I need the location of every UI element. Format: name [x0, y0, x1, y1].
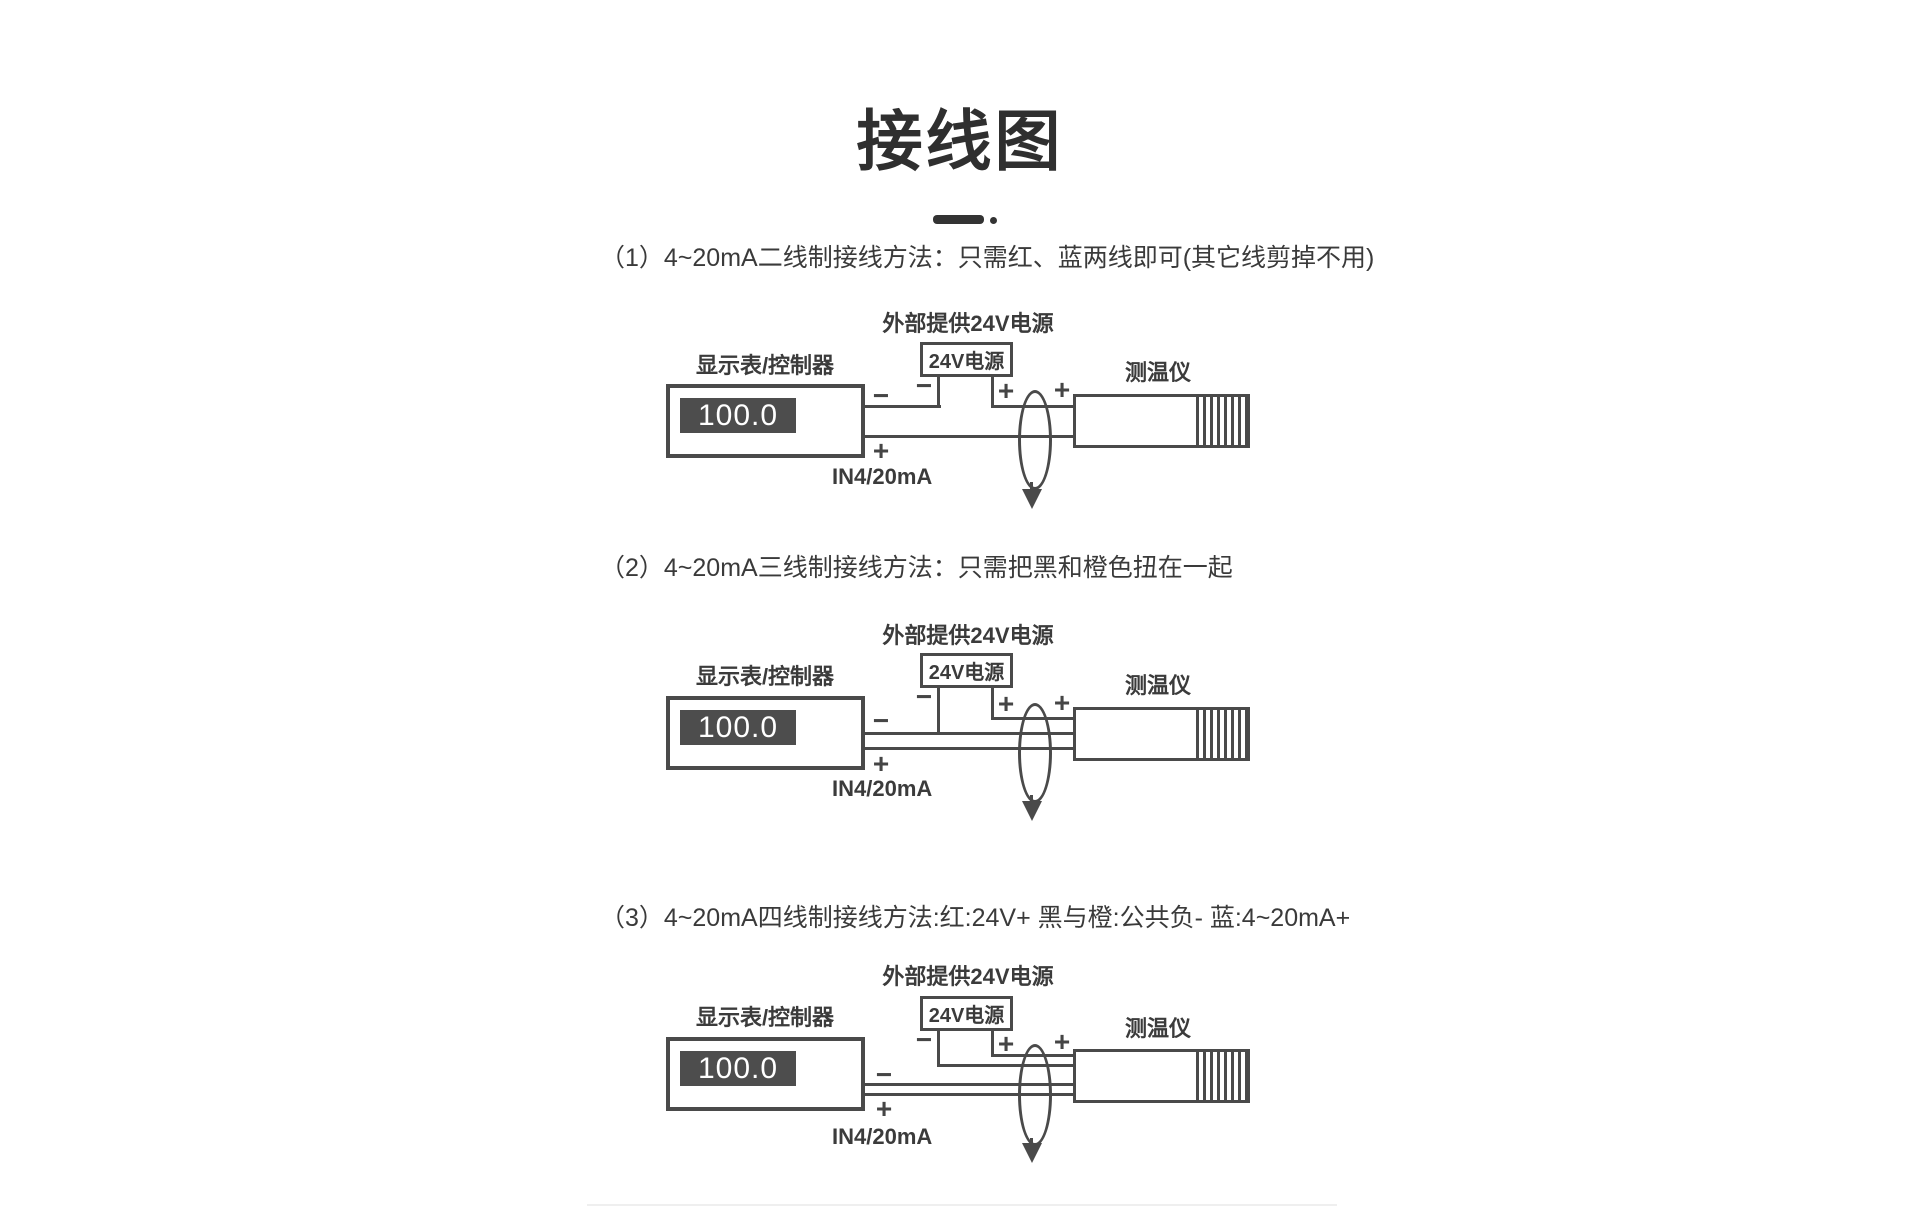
- plus-sign: +: [1053, 1026, 1071, 1057]
- wire-signal: [865, 747, 1075, 750]
- section-2-heading: （2）4~20mA三线制接线方法：只需把黑和橙色扭在一起: [600, 554, 1233, 582]
- plus-sign: +: [872, 435, 890, 466]
- wire-psu-plus-drop: [991, 686, 994, 720]
- plus-sign: +: [997, 375, 1015, 406]
- sensor-box: [1073, 394, 1250, 448]
- minus-sign: −: [915, 1024, 933, 1055]
- page-title: 接线图: [856, 104, 1064, 178]
- sensor-box: [1073, 1049, 1250, 1103]
- display-readout: 100.0: [680, 1051, 796, 1086]
- sensor-thread-hatch: [1196, 1052, 1247, 1100]
- arrow-stem: [1030, 795, 1033, 803]
- display-readout: 100.0: [680, 398, 796, 433]
- sensor-thread-hatch: [1196, 397, 1247, 445]
- minus-sign: −: [872, 380, 890, 411]
- sensor-thread-hatch: [1196, 710, 1247, 758]
- psu-box: 24V电源: [920, 996, 1013, 1031]
- controller-label: 显示表/控制器: [695, 353, 835, 378]
- psu-label: 24V电源: [928, 1005, 1005, 1027]
- bottom-divider: [587, 1204, 1337, 1206]
- input-label: IN4/20mA: [832, 464, 933, 489]
- cable-loop-ellipse: [1018, 1044, 1052, 1146]
- down-arrow-icon: [1022, 1143, 1042, 1163]
- cable-loop-ellipse: [1018, 390, 1052, 490]
- wire-psu-plus-drop: [991, 1029, 994, 1057]
- cable-loop-ellipse: [1018, 703, 1052, 803]
- plus-sign: +: [997, 1028, 1015, 1059]
- psu-label: 24V电源: [928, 351, 1005, 373]
- plus-sign: +: [1053, 374, 1071, 405]
- down-arrow-icon: [1022, 801, 1042, 821]
- controller-box: 100.0: [666, 1037, 865, 1111]
- minus-sign: −: [915, 370, 933, 401]
- ext-power-label: 外部提供24V电源: [882, 964, 1054, 989]
- ext-power-label: 外部提供24V电源: [882, 311, 1054, 336]
- wire-common: [865, 732, 1075, 735]
- down-arrow-icon: [1022, 489, 1042, 509]
- arrow-stem: [1030, 482, 1033, 490]
- wire-controller-minus: [865, 405, 941, 408]
- controller-box: 100.0: [666, 384, 865, 458]
- wire-psu-minus-drop: [937, 375, 940, 408]
- minus-sign: −: [872, 705, 890, 736]
- controller-label: 显示表/控制器: [695, 664, 835, 689]
- controller-label: 显示表/控制器: [695, 1005, 835, 1030]
- title-ornament-dot: [990, 217, 997, 224]
- sensor-box: [1073, 707, 1250, 761]
- psu-box: 24V电源: [920, 653, 1013, 688]
- ext-power-label: 外部提供24V电源: [882, 623, 1054, 648]
- wire-psu-minus-drop: [937, 1029, 940, 1067]
- plus-sign: +: [875, 1093, 893, 1124]
- sensor-label: 测温仪: [1124, 1016, 1192, 1041]
- sensor-label: 测温仪: [1124, 360, 1192, 385]
- minus-sign: −: [875, 1059, 893, 1090]
- plus-sign: +: [997, 688, 1015, 719]
- display-readout: 100.0: [680, 710, 796, 745]
- wire-signal: [865, 435, 1075, 438]
- plus-sign: +: [872, 748, 890, 779]
- plus-sign: +: [1053, 687, 1071, 718]
- input-label: IN4/20mA: [832, 1124, 933, 1149]
- wire-psu-minus: [937, 1064, 1075, 1067]
- arrow-stem: [1030, 1138, 1033, 1145]
- controller-box: 100.0: [666, 696, 865, 770]
- wire-psu-plus-drop: [991, 375, 994, 408]
- section-1-heading: （1）4~20mA二线制接线方法：只需红、蓝两线即可(其它线剪掉不用): [600, 244, 1375, 272]
- minus-sign: −: [915, 681, 933, 712]
- input-label: IN4/20mA: [832, 776, 933, 801]
- psu-box: 24V电源: [920, 342, 1013, 377]
- wire-common: [865, 1083, 1075, 1086]
- sensor-label: 测温仪: [1124, 673, 1192, 698]
- wire-psu-minus-drop: [937, 686, 940, 735]
- wire-signal: [865, 1093, 1075, 1096]
- psu-label: 24V电源: [928, 662, 1005, 684]
- section-3-heading: （3）4~20mA四线制接线方法:红:24V+ 黑与橙:公共负- 蓝:4~20m…: [600, 904, 1351, 932]
- title-ornament-bar: [933, 215, 984, 224]
